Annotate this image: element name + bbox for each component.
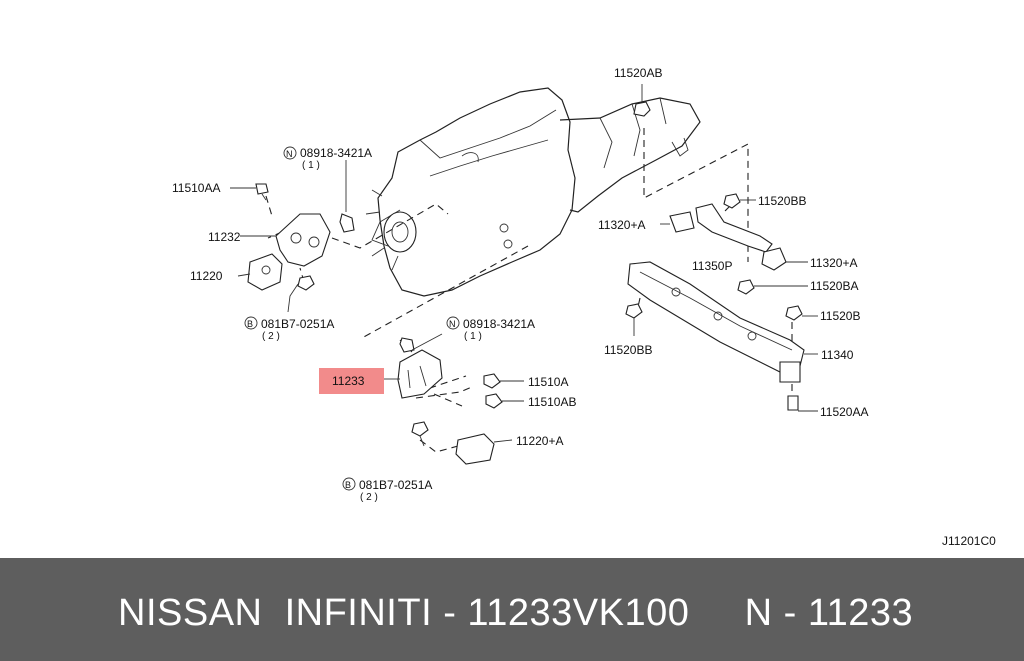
label-11510A: 11510A — [528, 375, 568, 389]
label-08918-mid-qty: ( 1 ) — [464, 331, 482, 342]
insulator-11220A — [411, 421, 513, 465]
bracket-11233 — [384, 337, 443, 399]
b-letter-bot: B — [345, 480, 351, 490]
b-letter-top: B — [247, 319, 253, 329]
crossmember-11340 — [627, 261, 805, 383]
label-11233: 11233 — [332, 374, 365, 388]
label-11520AA: 11520AA — [820, 405, 869, 419]
label-11320A-left: 11320+A — [598, 218, 646, 232]
label-11520BB-right: 11520BB — [758, 194, 807, 208]
label-11320A-right: 11320+A — [810, 256, 858, 270]
label-11220A: 11220+A — [516, 434, 564, 448]
bolts-upper-left — [230, 183, 315, 313]
n-letter-mid: N — [449, 319, 456, 329]
parts-diagram: 11520AB 11510AA N 08918-3421A ( 1 ) 1123… — [172, 66, 996, 548]
bolts-11510 — [483, 373, 524, 409]
label-11510AA: 11510AA — [172, 181, 221, 195]
bracket-11350P — [660, 203, 808, 271]
label-08918-top-qty: ( 1 ) — [302, 160, 320, 171]
label-11520AB-top: 11520AB — [614, 66, 663, 80]
label-081B7-bot-qty: ( 2 ) — [360, 492, 378, 503]
n-letter-top: N — [286, 149, 293, 159]
n-symbol-mid — [446, 316, 460, 330]
label-11350P: 11350P — [692, 259, 732, 273]
label-11220: 11220 — [190, 269, 223, 283]
n-symbol-top — [283, 146, 297, 160]
nuts-right — [625, 84, 818, 412]
engine-assembly — [365, 87, 701, 297]
diagram-code: J11201C0 — [942, 534, 996, 548]
label-11520BA: 11520BA — [810, 279, 859, 293]
highlight-11233 — [319, 368, 384, 394]
footer-part-number: NISSAN INFINITI - 11233VK100 N - 11233 — [118, 592, 914, 634]
label-11232: 11232 — [208, 230, 241, 244]
insulator-11220 — [237, 253, 283, 291]
label-11340: 11340 — [821, 348, 854, 362]
label-081B7-top: 081B7-0251A — [261, 317, 334, 331]
b-symbol-bot — [342, 477, 356, 491]
label-08918-top: 08918-3421A — [300, 146, 372, 160]
label-11510AB: 11510AB — [528, 395, 577, 409]
label-081B7-top-qty: ( 2 ) — [262, 331, 280, 342]
footer-banner: NISSAN INFINITI - 11233VK100 N - 11233 — [0, 558, 1024, 661]
label-11520BB-left: 11520BB — [604, 343, 653, 357]
label-08918-mid: 08918-3421A — [463, 317, 535, 331]
b-symbol-top — [244, 316, 258, 330]
leader-lines — [345, 160, 443, 351]
bracket-11232 — [275, 168, 355, 267]
label-11520B: 11520B — [820, 309, 860, 323]
label-081B7-bot: 081B7-0251A — [359, 478, 432, 492]
